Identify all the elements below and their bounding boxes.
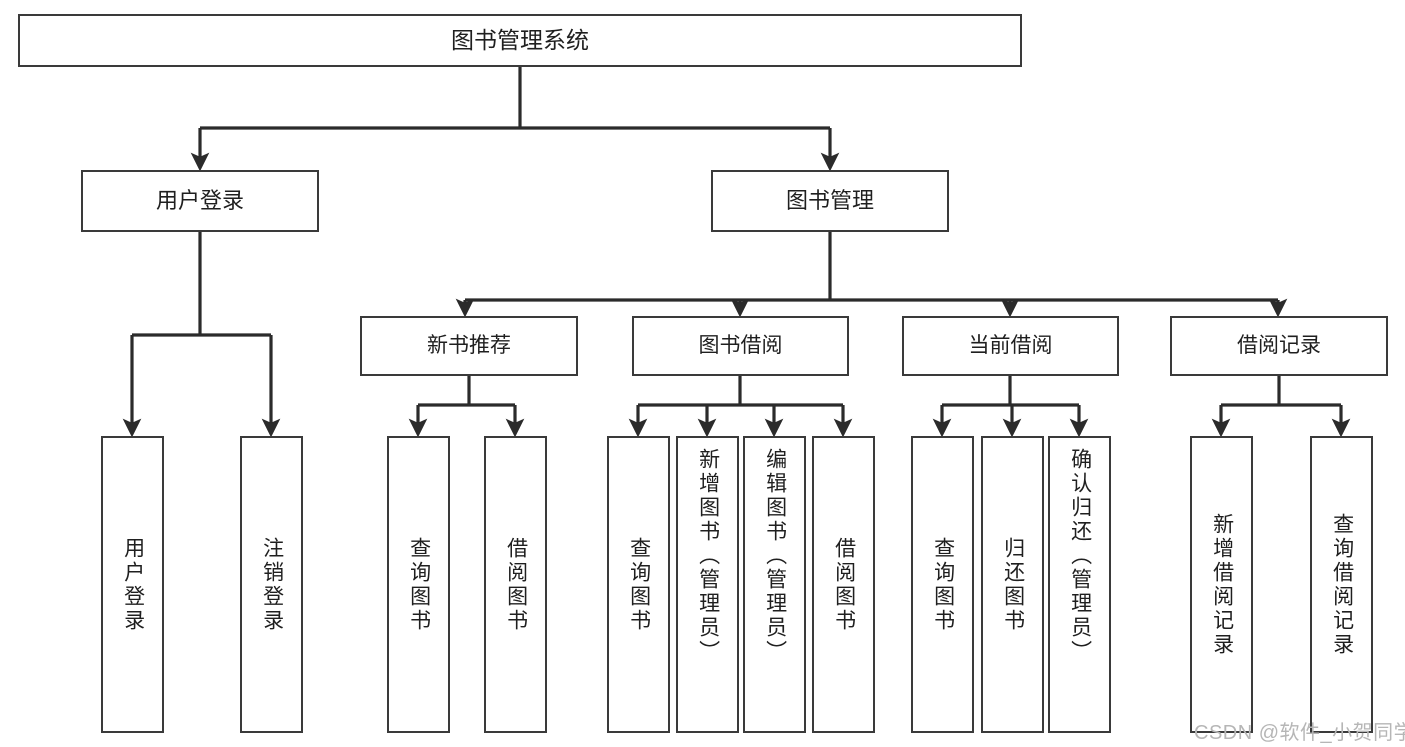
node-borrow-records-label: 借阅记录 <box>1237 333 1321 357</box>
leaf-return-book-label: 归还图书 <box>1001 536 1025 633</box>
node-book-borrow-label: 图书借阅 <box>698 333 783 357</box>
leaf-user-login[interactable]: 用户登录 <box>101 436 164 733</box>
leaf-query-book-current-label: 查询图书 <box>931 536 955 633</box>
leaf-user-login-label: 用户登录 <box>121 536 145 633</box>
leaf-lend-book-label: 借阅图书 <box>832 536 856 633</box>
node-current-borrow-label: 当前借阅 <box>968 333 1053 357</box>
leaf-user-logout-label: 注销登录 <box>260 536 284 633</box>
leaf-return-book[interactable]: 归还图书 <box>981 436 1044 733</box>
node-new-book-recommend[interactable]: 新书推荐 <box>360 316 578 376</box>
node-current-borrow[interactable]: 当前借阅 <box>902 316 1119 376</box>
leaf-add-borrow-record-label: 新增借阅记录 <box>1210 512 1234 657</box>
node-user-login[interactable]: 用户登录 <box>81 170 319 232</box>
leaf-query-borrow-record[interactable]: 查询借阅记录 <box>1310 436 1373 733</box>
leaf-query-book-borrow[interactable]: 查询图书 <box>607 436 670 733</box>
leaf-query-book-recommend-label: 查询图书 <box>407 536 431 633</box>
leaf-query-book-borrow-label: 查询图书 <box>627 536 651 633</box>
leaf-add-book-admin[interactable]: 新增图书（管理员） <box>676 436 739 733</box>
node-user-login-label: 用户登录 <box>155 188 244 214</box>
leaf-confirm-return-admin-label: 确认归还（管理员） <box>1068 448 1092 664</box>
watermark-text: CSDN @软件_小贺同学 <box>1194 722 1405 744</box>
node-root[interactable]: 图书管理系统 <box>18 14 1022 67</box>
node-book-borrow[interactable]: 图书借阅 <box>632 316 849 376</box>
leaf-add-book-admin-label: 新增图书（管理员） <box>696 448 720 664</box>
leaf-user-logout[interactable]: 注销登录 <box>240 436 303 733</box>
leaf-edit-book-admin[interactable]: 编辑图书（管理员） <box>743 436 806 733</box>
node-new-book-recommend-label: 新书推荐 <box>427 333 511 357</box>
leaf-query-book-recommend[interactable]: 查询图书 <box>387 436 450 733</box>
node-book-management[interactable]: 图书管理 <box>711 170 949 232</box>
leaf-query-borrow-record-label: 查询借阅记录 <box>1330 512 1354 657</box>
leaf-borrow-book-recommend-label: 借阅图书 <box>504 536 528 633</box>
node-book-management-label: 图书管理 <box>785 188 874 214</box>
node-root-label: 图书管理系统 <box>451 27 589 54</box>
node-borrow-records[interactable]: 借阅记录 <box>1170 316 1388 376</box>
leaf-confirm-return-admin[interactable]: 确认归还（管理员） <box>1048 436 1111 733</box>
leaf-lend-book[interactable]: 借阅图书 <box>812 436 875 733</box>
leaf-add-borrow-record[interactable]: 新增借阅记录 <box>1190 436 1253 733</box>
leaf-query-book-current[interactable]: 查询图书 <box>911 436 974 733</box>
leaf-borrow-book-recommend[interactable]: 借阅图书 <box>484 436 547 733</box>
leaf-edit-book-admin-label: 编辑图书（管理员） <box>763 448 787 664</box>
